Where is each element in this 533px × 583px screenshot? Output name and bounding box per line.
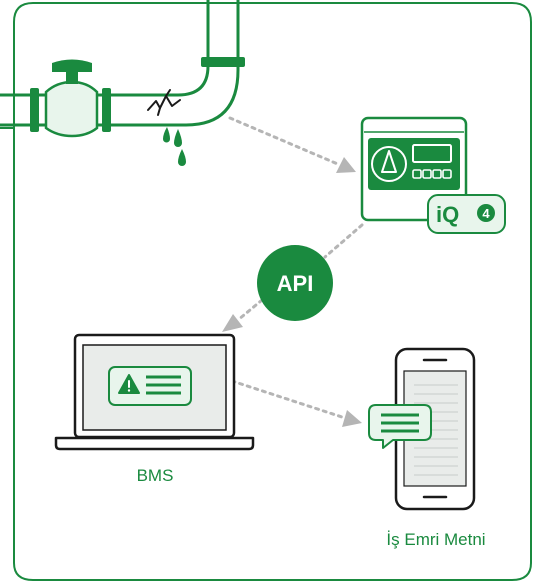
message-bubble-icon	[368, 404, 432, 449]
arrow-laptop-to-phone	[230, 379, 362, 427]
arrow-controller-to-api	[323, 223, 364, 259]
bms-label: BMS	[137, 466, 174, 485]
warning-alert-icon	[108, 366, 192, 406]
iq4-badge: iQ 4	[427, 194, 506, 234]
api-badge: API	[257, 245, 333, 321]
leaking-pipe-icon	[0, 0, 245, 166]
work-order-label: İş Emri Metni	[386, 530, 485, 549]
outer-frame	[13, 2, 532, 581]
api-badge-text: API	[277, 271, 314, 296]
iq-badge-text: iQ	[436, 202, 459, 227]
iq-badge-version: 4	[482, 206, 490, 221]
arrow-pipe-to-controller	[228, 116, 356, 173]
arrow-api-to-laptop	[222, 298, 264, 332]
